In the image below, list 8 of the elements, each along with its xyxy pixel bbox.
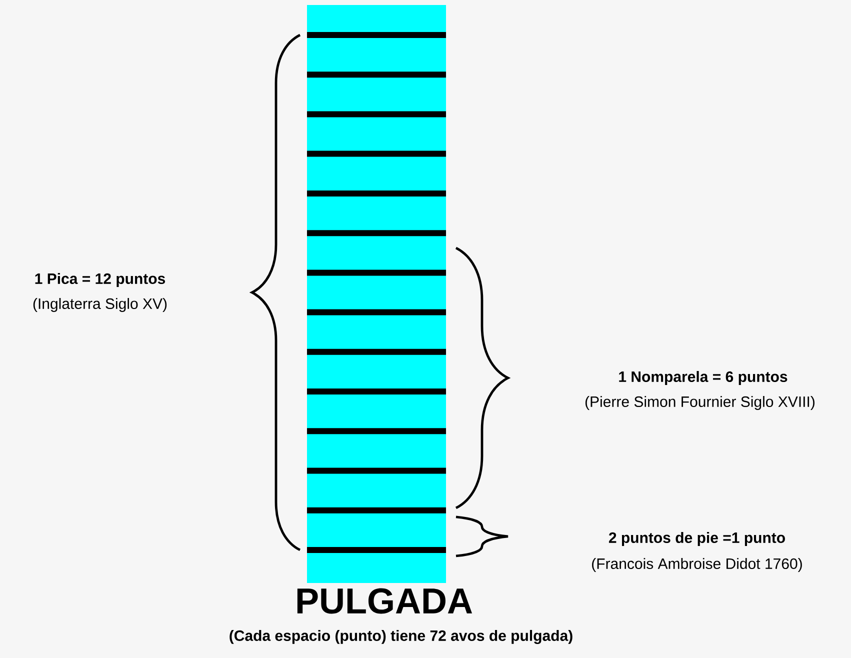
- label-heading: 2 puntos de pie =1 punto: [608, 532, 785, 546]
- label-heading: 1 Pica = 12 puntos: [35, 273, 166, 287]
- label-heading: 1 Nomparela = 6 puntos: [619, 371, 788, 385]
- label-note: (Pierre Simon Fournier Siglo XVIII): [585, 396, 814, 410]
- caption: (Cada espacio (punto) tiene 72 avos de pulgada): [230, 630, 572, 644]
- label-note: (Inglaterra Siglo XV): [33, 298, 167, 312]
- title: PULGADA: [297, 588, 472, 614]
- label-note: (Francois Ambroise Didot 1760): [592, 558, 802, 572]
